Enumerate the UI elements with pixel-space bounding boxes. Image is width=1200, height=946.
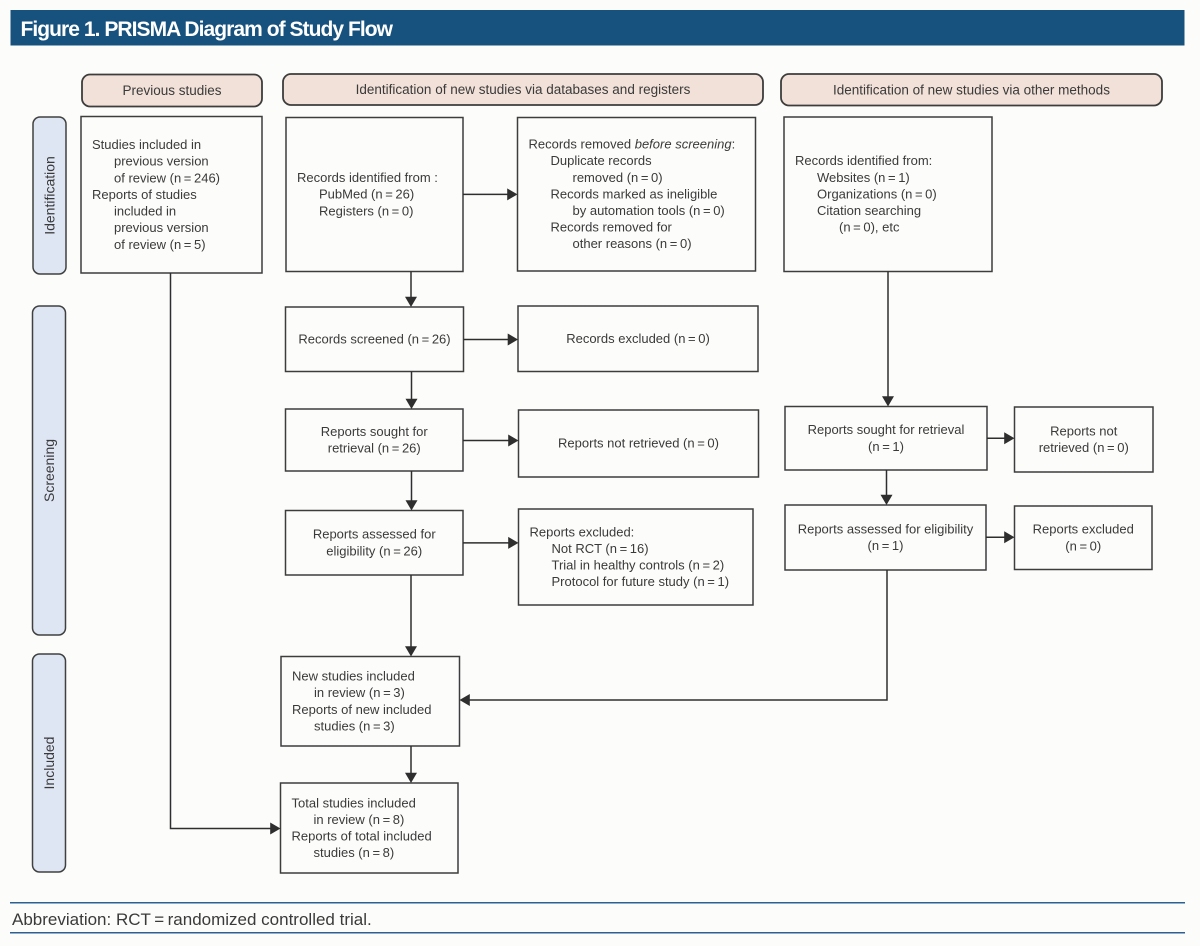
svg-text:PubMed (n = 26): PubMed (n = 26): [319, 187, 414, 202]
svg-text:previous version: previous version: [114, 154, 209, 169]
svg-text:Citation searching: Citation searching: [817, 203, 921, 218]
svg-text:Reports sought for: Reports sought for: [321, 424, 429, 439]
svg-text:eligibility (n = 26): eligibility (n = 26): [326, 543, 422, 558]
svg-text:studies (n = 3): studies (n = 3): [314, 718, 395, 733]
svg-text:Figure 1. PRISMA Diagram of St: Figure 1. PRISMA Diagram of Study Flow: [21, 18, 394, 41]
svg-text:other reasons (n = 0): other reasons (n = 0): [573, 236, 692, 251]
svg-text:Abbreviation: RCT = randomized: Abbreviation: RCT = randomized controlle…: [12, 910, 372, 929]
svg-text:Included: Included: [41, 737, 57, 790]
svg-text:Reports assessed for eligibili: Reports assessed for eligibility: [798, 521, 974, 536]
svg-text:Reports of new included: Reports of new included: [292, 702, 431, 717]
svg-text:Trial in healthy controls (n =: Trial in healthy controls (n = 2): [552, 558, 725, 573]
svg-text:(n = 0), etc: (n = 0), etc: [839, 220, 900, 235]
svg-text:Reports excluded:: Reports excluded:: [530, 524, 635, 539]
svg-text:Records screened (n = 26): Records screened (n = 26): [298, 331, 450, 346]
svg-text:Reports of total included: Reports of total included: [292, 829, 432, 844]
svg-text:Records removed for: Records removed for: [551, 220, 673, 235]
svg-text:Identification of new studies: Identification of new studies via other …: [833, 82, 1110, 97]
svg-text:Reports assessed for: Reports assessed for: [313, 527, 437, 542]
svg-text:Records identified from :: Records identified from :: [297, 170, 438, 185]
svg-text:Organizations (n = 0): Organizations (n = 0): [817, 186, 937, 201]
svg-text:Reports of studies: Reports of studies: [92, 187, 197, 202]
svg-text:included in: included in: [114, 204, 176, 219]
svg-text:studies (n = 8): studies (n = 8): [314, 845, 395, 860]
svg-text:Identification: Identification: [42, 156, 58, 235]
svg-text:New studies included: New studies included: [292, 669, 415, 684]
svg-text:Reports excluded: Reports excluded: [1033, 522, 1134, 537]
svg-text:retrieved (n = 0): retrieved (n = 0): [1039, 440, 1129, 455]
svg-text:Identification of new studies: Identification of new studies via databa…: [356, 82, 691, 97]
svg-text:previous version: previous version: [114, 220, 209, 235]
svg-text:in review (n = 3): in review (n = 3): [314, 685, 405, 700]
svg-text:in review (n = 8): in review (n = 8): [314, 812, 405, 827]
svg-text:Screening: Screening: [41, 439, 57, 502]
svg-text:Reports not: Reports not: [1050, 423, 1118, 438]
svg-text:removed (n = 0): removed (n = 0): [573, 170, 663, 185]
svg-text:Records marked as ineligible: Records marked as ineligible: [551, 186, 718, 201]
svg-text:retrieval (n = 26): retrieval (n = 26): [328, 441, 421, 456]
svg-text:(n = 0): (n = 0): [1065, 538, 1101, 553]
svg-text:Duplicate records: Duplicate records: [551, 153, 653, 168]
svg-text:Studies included in: Studies included in: [92, 137, 201, 152]
svg-text:by automation tools (n = 0): by automation tools (n = 0): [573, 203, 725, 218]
svg-text:of review (n = 246): of review (n = 246): [114, 170, 220, 185]
svg-text:Total studies included: Total studies included: [292, 795, 416, 810]
svg-text:Protocol for future study (n =: Protocol for future study (n = 1): [552, 574, 730, 589]
svg-text:Registers (n = 0): Registers (n = 0): [319, 203, 413, 218]
svg-text:Records removed before screeni: Records removed before screening:: [529, 137, 736, 152]
svg-text:(n = 1): (n = 1): [868, 439, 904, 454]
svg-text:Websites (n = 1): Websites (n = 1): [817, 170, 910, 185]
svg-text:(n = 1): (n = 1): [868, 538, 904, 553]
svg-text:Previous studies: Previous studies: [122, 83, 221, 98]
svg-text:Not RCT (n = 16): Not RCT (n = 16): [552, 541, 649, 556]
svg-text:Reports sought for retrieval: Reports sought for retrieval: [808, 422, 965, 437]
svg-text:of review (n = 5): of review (n = 5): [114, 237, 206, 252]
svg-text:Reports not retrieved (n = 0): Reports not retrieved (n = 0): [558, 436, 719, 451]
svg-text:Records excluded (n = 0): Records excluded (n = 0): [566, 331, 710, 346]
svg-text:Records identified from:: Records identified from:: [795, 153, 932, 168]
